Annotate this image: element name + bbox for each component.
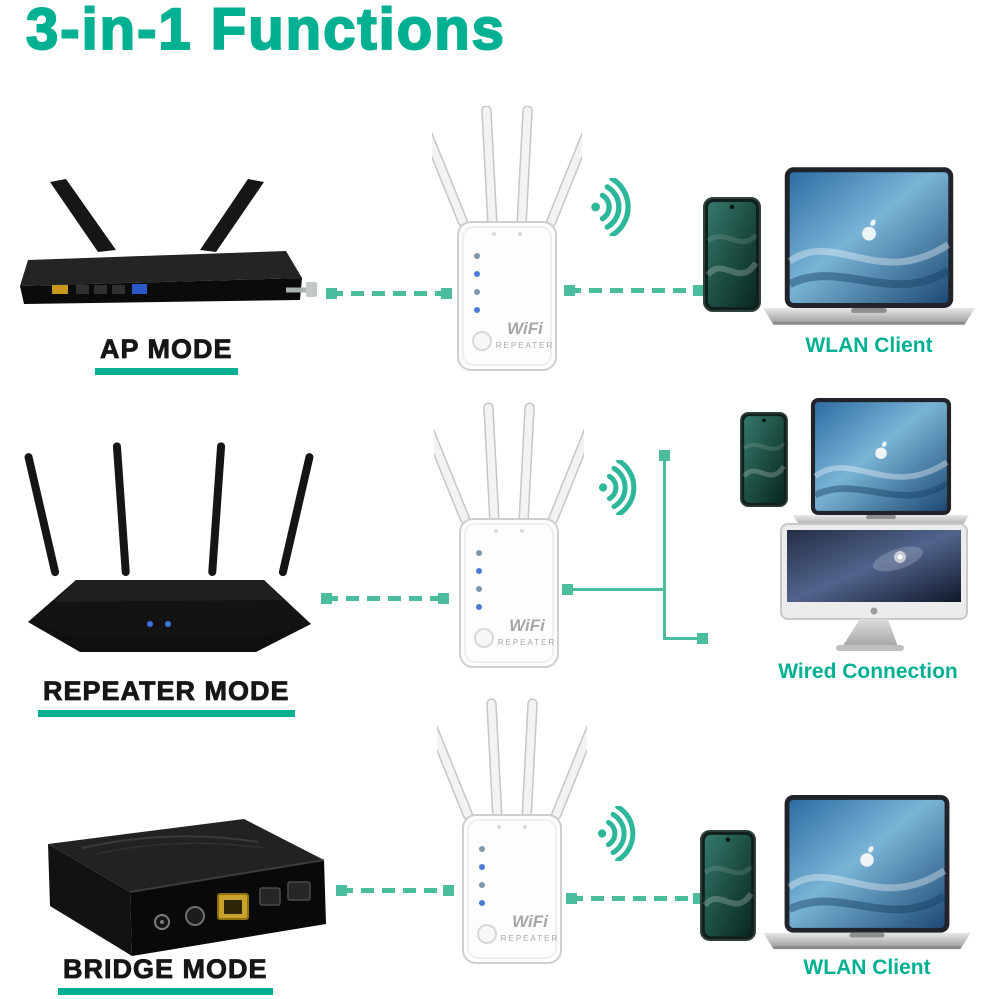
wifi-signal-icon xyxy=(593,460,648,515)
modem-device xyxy=(47,818,327,957)
laptop-device xyxy=(790,398,972,534)
wireless-router-device xyxy=(18,172,318,310)
smartphone-device xyxy=(700,830,756,941)
smartphone-device xyxy=(703,197,761,312)
page-title: 3-in-1 Functions xyxy=(25,0,506,63)
mode-label-repeater: REPEATER MODE xyxy=(38,676,295,717)
dashed-connector xyxy=(566,893,704,904)
wifi-signal-icon xyxy=(592,806,647,861)
wifi-repeater-device xyxy=(432,106,582,372)
laptop-device xyxy=(760,167,978,331)
wifi-signal-icon xyxy=(585,178,643,236)
client-label: WLAN Client xyxy=(805,334,933,357)
wifi-repeater-device xyxy=(437,698,587,964)
connector-node xyxy=(659,450,670,461)
dashed-connector xyxy=(326,288,452,299)
dashed-connector xyxy=(564,285,704,296)
four-antenna-router-device xyxy=(23,442,315,652)
connector-node xyxy=(697,633,708,644)
bracket-connector-segment xyxy=(663,456,666,640)
client-label: Wired Connection xyxy=(778,660,958,683)
client-label: WLAN Client xyxy=(803,956,931,979)
bracket-connector-segment xyxy=(570,588,666,591)
smartphone-device xyxy=(740,412,788,507)
bracket-connector-segment xyxy=(663,637,703,640)
mode-label-ap: AP MODE xyxy=(95,334,238,375)
dashed-connector xyxy=(321,593,449,604)
imac-desktop-device xyxy=(780,523,968,652)
laptop-device xyxy=(757,795,977,955)
mode-label-bridge: BRIDGE MODE xyxy=(58,954,273,995)
wifi-repeater-device xyxy=(434,402,584,668)
dashed-connector xyxy=(336,885,454,896)
connector-node xyxy=(562,584,573,595)
